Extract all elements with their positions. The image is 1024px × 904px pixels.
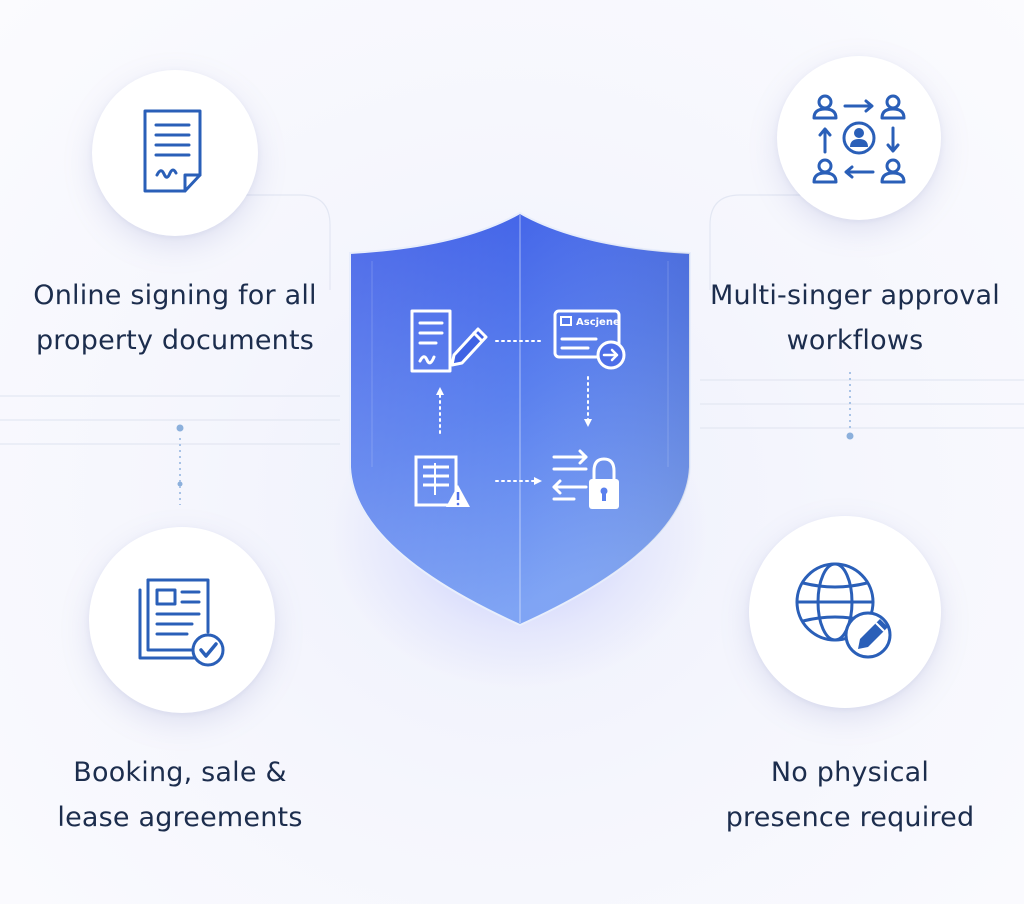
feature-circle-no-presence [749,516,941,708]
feature-label-line: Online signing for all [33,280,317,311]
feature-label-online-signing: Online signing for all property document… [15,273,335,363]
feature-label-line: Multi-singer approval [710,280,1000,311]
approved-agreement-icon [138,578,225,667]
transfer-lock-icon [552,449,619,509]
feature-label-line: Booking, sale & [73,757,287,788]
sign-document-icon [410,309,488,373]
feature-circle-agreements [89,527,275,713]
shield-icon: Ascjene [349,211,691,627]
feature-label-line: property documents [35,325,315,356]
feature-label-agreements: Booking, sale & lease agreements [15,750,345,840]
signed-document-icon [143,109,202,193]
feature-label-line: presence required [725,802,975,833]
feature-circle-online-signing [92,70,258,236]
document-warning-icon [414,455,470,507]
feature-label-line: workflows [786,325,924,356]
feature-circle-multi-signer [777,56,941,220]
id-card-forward-icon: Ascjene [553,309,626,370]
card-label: Ascjene [576,317,620,328]
feature-label-multi-signer: Multi-singer approval workflows [690,273,1020,363]
feature-label-no-presence: No physical presence required [690,750,1010,840]
feature-label-line: No physical [770,757,930,788]
feature-label-line: lease agreements [57,802,303,833]
globe-edit-icon [795,562,892,659]
central-shield: Ascjene [340,205,700,635]
approval-workflow-icon [812,94,906,184]
